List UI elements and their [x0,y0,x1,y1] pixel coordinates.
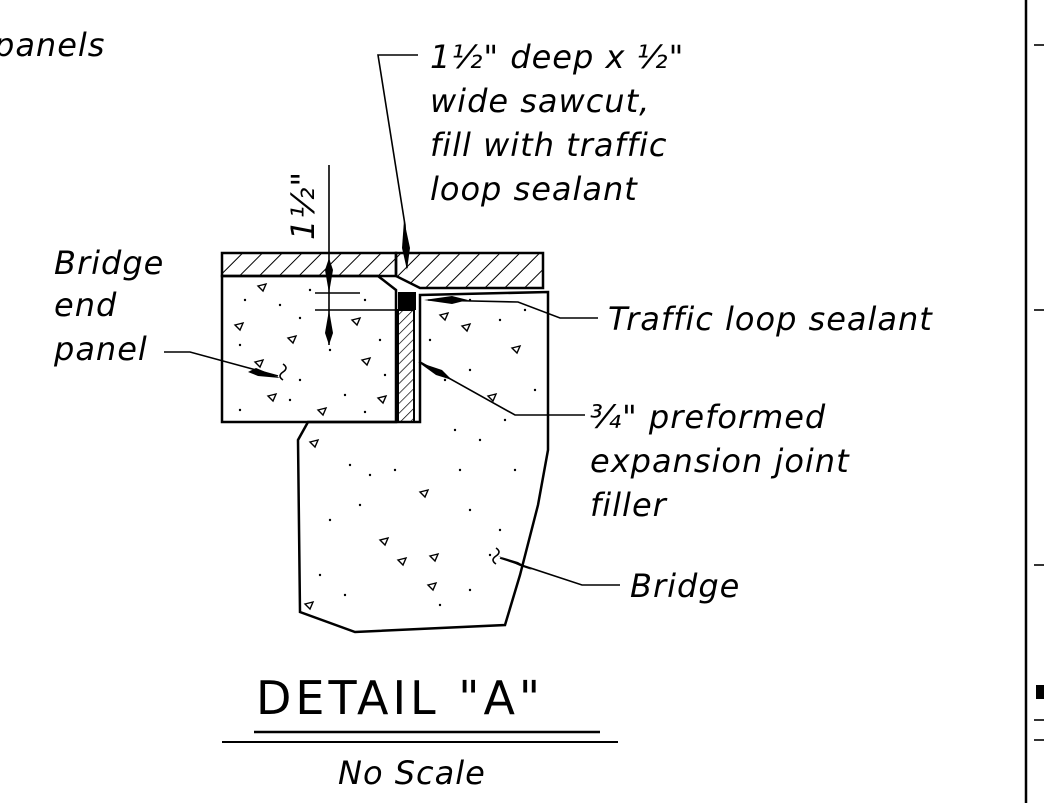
label-dimension: 1½" [284,171,322,240]
leader-bridge-end-panel [164,351,287,381]
label-traffic-loop-sealant: Traffic loop sealant [608,300,933,338]
leader-expansion-joint-filler [418,361,585,416]
label-sawcut-3: fill with traffic [430,126,668,164]
bridge-overlay [394,251,545,290]
aggregate-dots [238,288,537,607]
detail-title: DETAIL "A" [256,671,544,725]
panel-overlay [220,251,398,278]
label-filler-2: expansion joint [590,442,850,480]
label-filler-3: filler [590,486,668,524]
label-bridge: Bridge [630,567,740,605]
sheet-border [1024,0,1044,803]
aggregate-marks [233,282,522,611]
label-bridge-end-panel-1: Bridge [54,244,164,282]
expansion-joint-filler [397,309,415,423]
traffic-loop-sealant-fill [398,292,416,310]
leader-sawcut [377,54,418,270]
leader-traffic-loop-sealant [424,296,598,319]
label-bridge-end-panel-3: panel [53,330,148,368]
label-panels: panels [0,26,105,64]
bridge-end-panel [220,274,398,424]
label-sawcut-1: 1½" deep x ½" [430,38,684,76]
label-sawcut-4: loop sealant [430,170,638,208]
label-bridge-end-panel-2: end [54,286,117,324]
leader-bridge [492,547,620,586]
label-filler-1: ¾" preformed [590,398,826,436]
dimension-marker [315,165,395,345]
detail-subtitle: No Scale [338,754,486,792]
bridge-concrete [296,290,550,634]
label-sawcut-2: wide sawcut, [430,82,650,120]
